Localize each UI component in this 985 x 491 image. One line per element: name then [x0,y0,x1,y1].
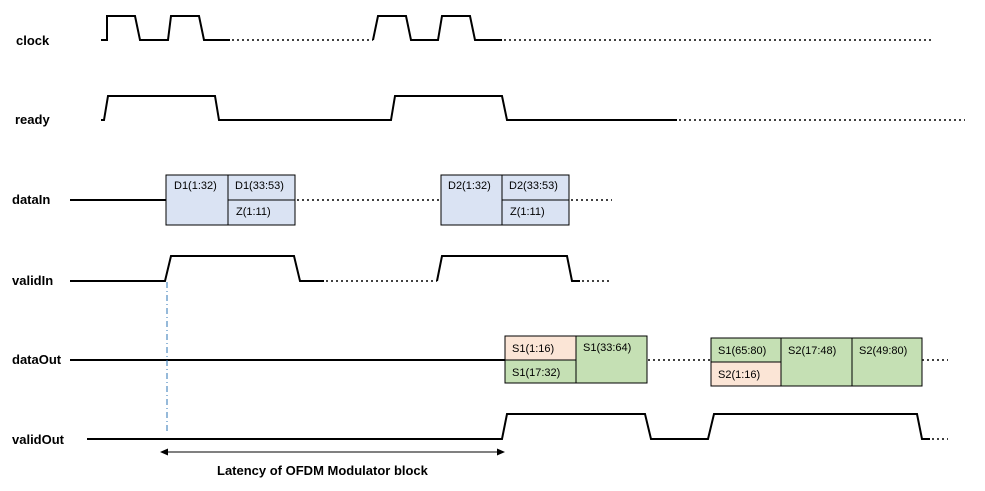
data-out-box-s2-49-80 [851,337,923,387]
data-out-text-s1-33-64: S1(33:64) [583,342,631,354]
data-out-text-s1-17-32: S1(17:32) [512,367,560,379]
latency-caption: Latency of OFDM Modulator block [217,463,429,478]
data-in-box-d2-a [440,174,503,226]
label-data-in: dataIn [12,192,50,207]
data-in-box-d2-z [501,199,570,226]
data-in-waveform: D1(1:32) D1(33:53) Z(1:11) D2(1:32) D2(3… [70,174,612,226]
data-in-text-d1-b: D1(33:53) [235,180,284,192]
label-valid-in: validIn [12,273,53,288]
label-ready: ready [15,112,50,127]
data-in-text-d2-b: D2(33:53) [509,180,558,192]
data-out-waveform: S1(1:16) S1(17:32) S1(33:64) S1(65:80) S… [70,335,948,387]
data-in-text-d1-z: Z(1:11) [236,206,271,218]
data-in-box-d1-z [227,199,296,226]
data-out-text-s2-49-80: S2(49:80) [859,345,907,357]
data-out-box-s1-33-64 [575,335,648,384]
data-in-box-d1-b [227,174,296,201]
latency-arrow [160,448,505,456]
data-in-text-d2-z: Z(1:11) [510,206,545,218]
label-clock: clock [16,33,50,48]
data-out-box-s2-17-48 [780,337,853,387]
data-out-box-s1-1-16 [504,335,577,361]
data-out-text-s1-1-16: S1(1:16) [512,343,554,355]
data-out-text-s2-1-16: S2(1:16) [718,369,760,381]
data-in-text-d2-a: D2(1:32) [448,180,491,192]
label-valid-out: validOut [12,432,65,447]
valid-in-waveform [70,255,612,282]
ready-waveform [101,95,965,121]
data-in-text-d1-a: D1(1:32) [174,180,217,192]
data-out-box-s1-65-80 [710,337,782,363]
valid-out-waveform [87,413,948,440]
data-out-text-s2-17-48: S2(17:48) [788,345,836,357]
clock-waveform [101,15,932,41]
label-data-out: dataOut [12,352,62,367]
data-out-text-s1-65-80: S1(65:80) [718,345,766,357]
data-in-box-d1-a [165,174,229,226]
